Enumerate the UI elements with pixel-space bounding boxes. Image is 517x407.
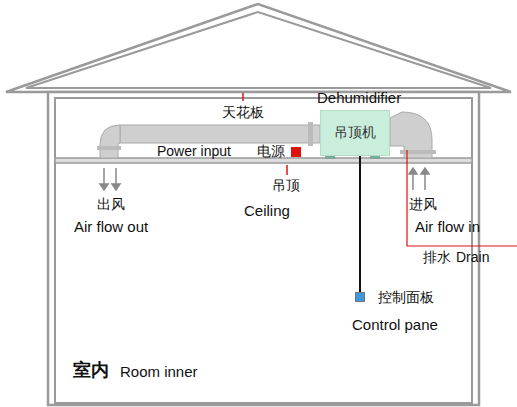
control-cable: [359, 156, 361, 292]
drain-pipe: [407, 150, 517, 246]
drain-label: Drain: [456, 250, 489, 265]
room-label-cn: 室内: [73, 361, 109, 381]
duct-flange: [400, 150, 436, 154]
ceiling-label: Ceiling: [244, 203, 290, 220]
room-label: Room inner: [120, 364, 198, 381]
roof-inner: [26, 12, 491, 88]
control-panel: 控制面板Control pane: [355, 292, 365, 302]
wall-inner: [55, 98, 472, 403]
air-in-label-cn: 进风: [409, 197, 437, 212]
air-out-label-cn: 出风: [97, 197, 125, 212]
panel-label: 控制面板: [378, 290, 434, 305]
leader-line: [286, 165, 288, 175]
leader-line: [242, 93, 244, 101]
duct: [120, 125, 320, 143]
duct-flange: [308, 122, 313, 146]
unit-label: 吊顶机: [321, 125, 389, 140]
drain-label-cn: 排水: [423, 250, 451, 265]
power-socket: [291, 147, 301, 157]
power-label-cn: 电源: [257, 144, 285, 159]
duct-flange: [97, 146, 121, 150]
duct-elbow: [100, 125, 120, 158]
dehumidifier-box: Dehumidifier吊顶机: [320, 110, 390, 156]
roof-outline: [6, 4, 511, 92]
air-in-label: Air flow in: [415, 219, 480, 236]
air-out-arrows: [100, 168, 120, 190]
air-in-arrows: [409, 168, 429, 190]
power-label: Power input: [157, 144, 231, 159]
panel-label-en: Control pane: [352, 317, 438, 334]
wall-outer: [48, 92, 479, 405]
ceiling-label-cn: 吊顶: [272, 178, 300, 193]
air-out-label: Air flow out: [74, 219, 148, 236]
ceiling-board-label: 天花板: [222, 105, 264, 120]
unit-name: Dehumidifier: [317, 90, 401, 107]
